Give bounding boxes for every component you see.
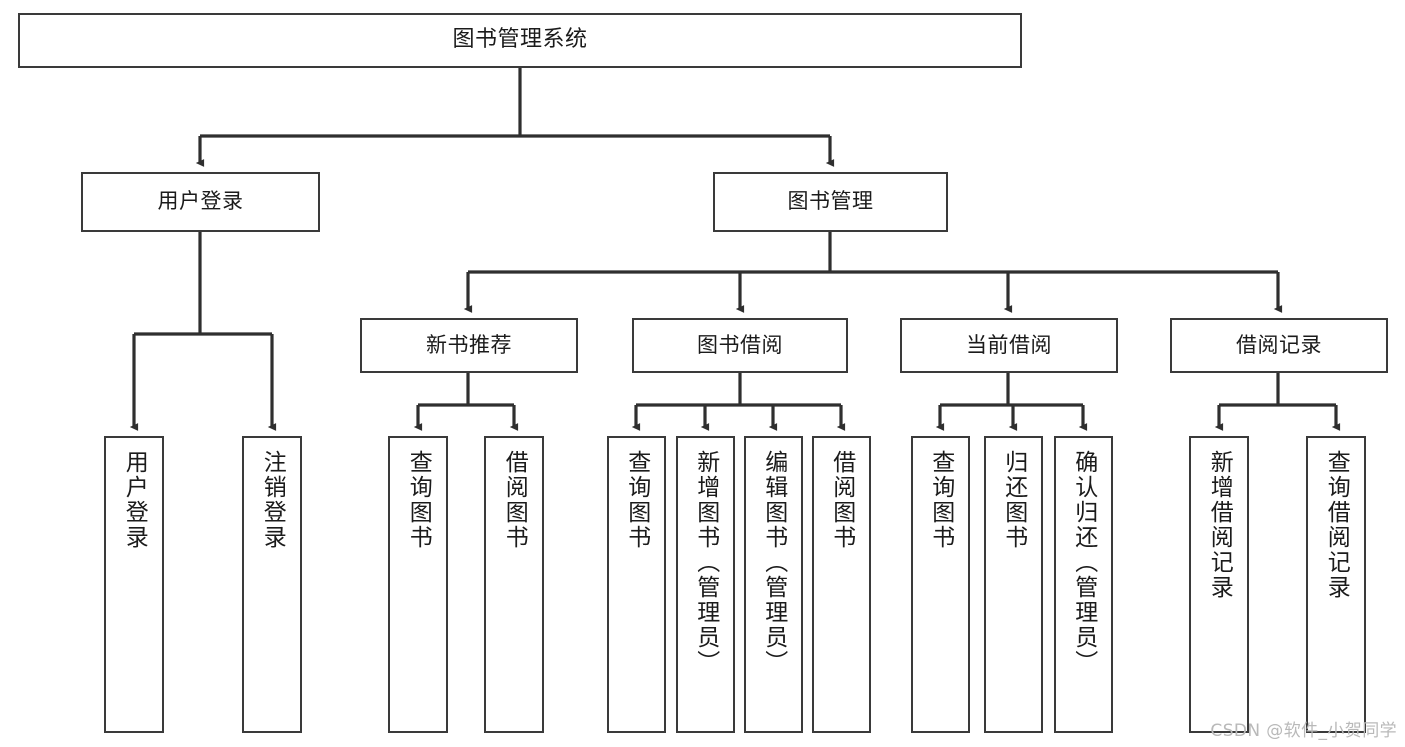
node-leaf-return-book-label: 归还图书 [1000,450,1027,550]
node-leaf-add-book[interactable]: 新增图书（管理员） [676,436,735,733]
node-new-book-recommend-label: 新书推荐 [426,332,512,357]
node-leaf-query-record[interactable]: 查询借阅记录 [1306,436,1366,733]
node-borrow-record[interactable]: 借阅记录 [1170,318,1388,373]
node-leaf-user-login[interactable]: 用户登录 [104,436,164,733]
node-leaf-return-book[interactable]: 归还图书 [984,436,1043,733]
node-leaf-borrow-book-new-label: 借阅图书 [501,450,528,550]
node-leaf-logout-label: 注销登录 [259,450,286,550]
node-book-borrow-label: 图书借阅 [697,332,783,357]
node-leaf-query-book-new-label: 查询图书 [405,450,432,550]
node-leaf-query-book-borrow-label: 查询图书 [623,450,650,550]
node-leaf-add-record[interactable]: 新增借阅记录 [1189,436,1249,733]
node-leaf-borrow-book-new[interactable]: 借阅图书 [484,436,544,733]
node-leaf-user-login-label: 用户登录 [121,450,148,550]
node-user-login[interactable]: 用户登录 [81,172,320,232]
node-user-login-label: 用户登录 [157,189,244,214]
node-leaf-query-book-borrow[interactable]: 查询图书 [607,436,666,733]
node-leaf-query-book-current[interactable]: 查询图书 [911,436,970,733]
node-leaf-add-book-label: 新增图书（管理员） [692,450,719,675]
node-leaf-edit-book[interactable]: 编辑图书（管理员） [744,436,803,733]
node-root-label: 图书管理系统 [452,27,588,53]
node-borrow-record-label: 借阅记录 [1236,332,1322,357]
node-leaf-borrow-book[interactable]: 借阅图书 [812,436,871,733]
node-leaf-query-book-current-label: 查询图书 [927,450,954,550]
node-leaf-query-record-label: 查询借阅记录 [1323,450,1350,600]
node-book-borrow[interactable]: 图书借阅 [632,318,848,373]
node-new-book-recommend[interactable]: 新书推荐 [360,318,578,373]
node-leaf-edit-book-label: 编辑图书（管理员） [760,450,787,675]
node-current-borrow[interactable]: 当前借阅 [900,318,1118,373]
node-book-manage-label: 图书管理 [787,189,874,214]
node-leaf-borrow-book-label: 借阅图书 [828,450,855,550]
watermark-text: CSDN @软件_小贺同学 [1210,721,1397,741]
node-current-borrow-label: 当前借阅 [966,332,1052,357]
node-leaf-logout[interactable]: 注销登录 [242,436,302,733]
node-root[interactable]: 图书管理系统 [18,13,1022,68]
node-leaf-confirm-return[interactable]: 确认归还（管理员） [1054,436,1113,733]
node-leaf-confirm-return-label: 确认归还（管理员） [1070,450,1097,675]
node-leaf-add-record-label: 新增借阅记录 [1206,450,1233,600]
node-book-manage[interactable]: 图书管理 [713,172,948,232]
node-leaf-query-book-new[interactable]: 查询图书 [388,436,448,733]
